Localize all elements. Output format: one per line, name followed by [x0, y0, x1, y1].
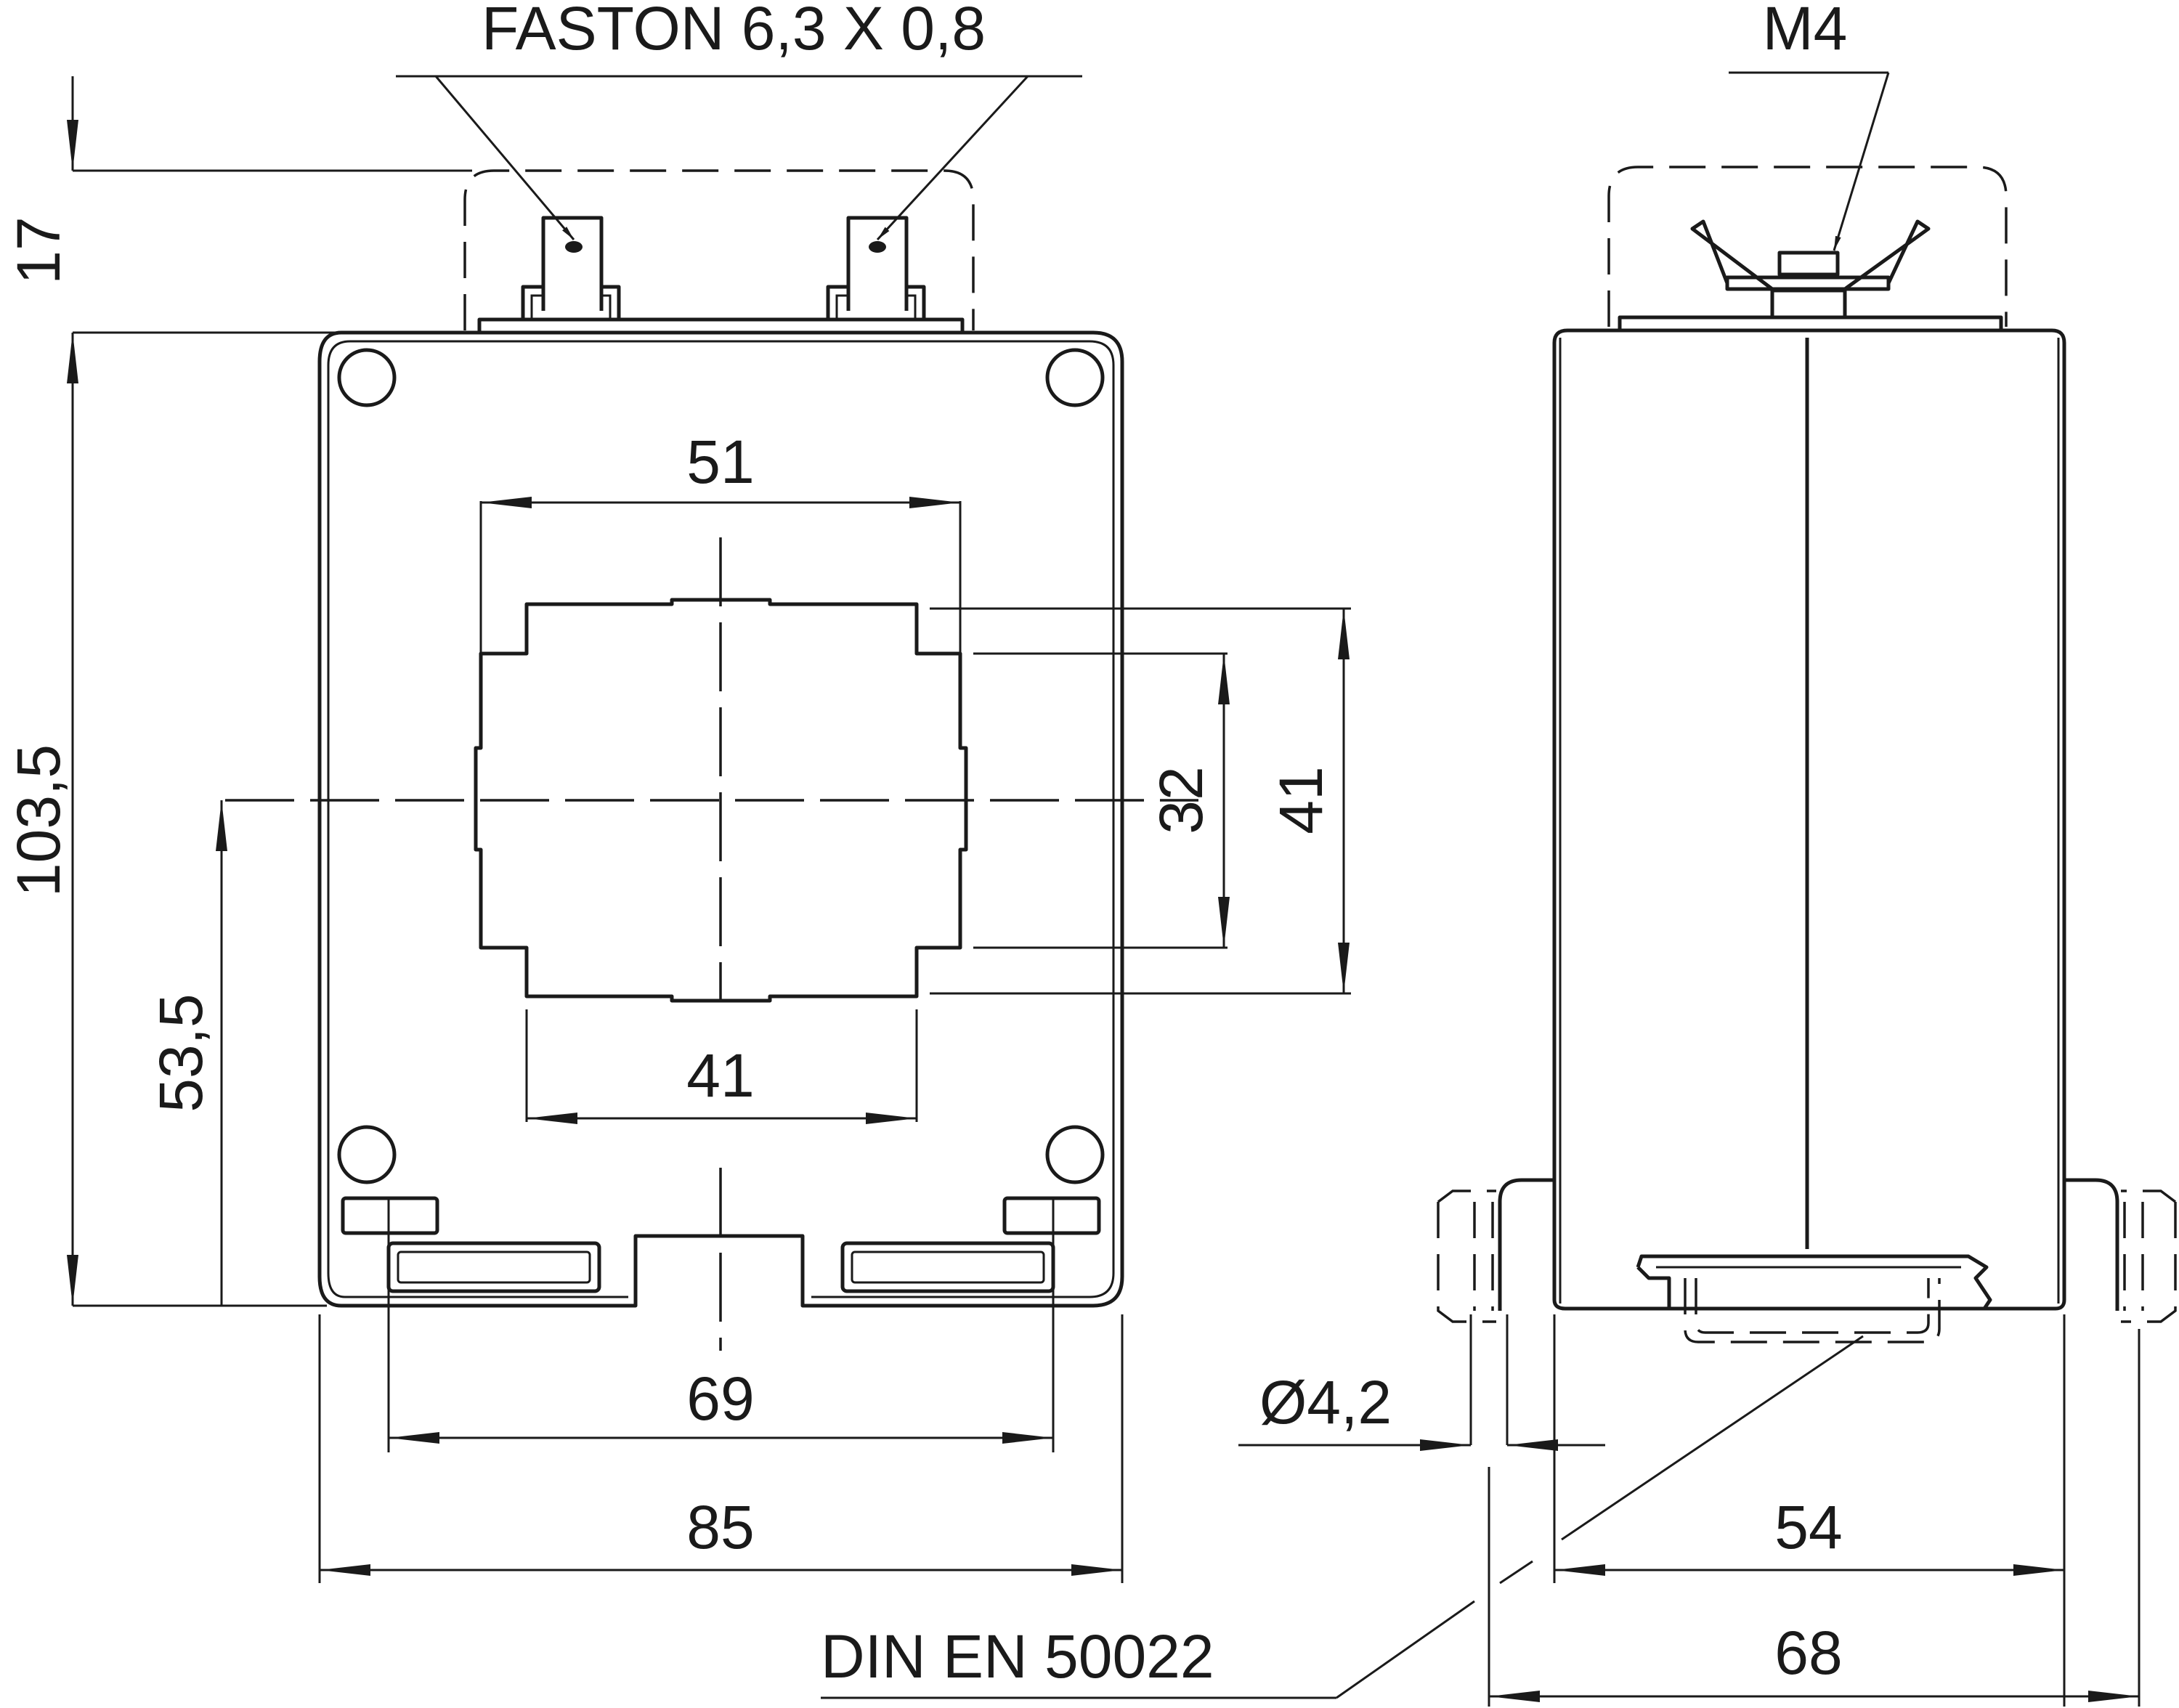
side-clip-right: [2064, 1178, 2177, 1323]
side-terminal-cover: [1607, 166, 2008, 327]
mount-hole-bottom-left: [337, 1125, 397, 1184]
label-standard: DIN EN 50022: [821, 1622, 1214, 1691]
clip-right: [1002, 1196, 1101, 1235]
side-view: [1437, 166, 2177, 1343]
terminal-base-plate: [477, 317, 965, 335]
din-slot-right: [840, 1241, 1055, 1293]
mount-hole-top-left: [337, 348, 397, 407]
side-base-plate: [1618, 315, 2003, 333]
label-screw: M4: [1763, 0, 1848, 62]
dim-side-total-depth: 68: [1774, 1619, 1842, 1687]
side-dimensions: M4 Ø4,2 54 68 DIN EN 50022: [821, 0, 2141, 1707]
front-body-inner-edge: [327, 340, 1115, 1298]
dim-window-width-lower: 41: [686, 1041, 754, 1110]
dim-window-height-inner: 32: [1147, 766, 1215, 834]
busbar-window: [474, 598, 968, 1003]
dim-mount-spacing: 69: [686, 1365, 754, 1433]
dim-window-height-outer: 41: [1267, 766, 1335, 834]
front-body-outline: [317, 330, 1124, 1308]
side-din-clip: [1636, 1254, 1992, 1310]
dim-side-depth: 54: [1774, 1493, 1842, 1561]
mount-hole-top-right: [1045, 348, 1105, 407]
dim-terminal-height: 17: [4, 216, 73, 284]
dim-center-height: 53,5: [147, 993, 215, 1113]
terminal-cover-outline: [463, 169, 975, 330]
front-view: [225, 169, 1198, 1452]
side-clip-left: [1437, 1178, 1554, 1323]
dim-body-width: 85: [686, 1493, 754, 1561]
dim-window-width: 51: [686, 428, 754, 496]
dim-total-height: 103,5: [4, 744, 73, 897]
label-hole: Ø4,2: [1259, 1368, 1392, 1436]
front-dimensions: 17 103,5 53,5 51 41 32 41 69: [4, 0, 1351, 1583]
mount-hole-bottom-right: [1045, 1125, 1105, 1184]
label-faston: FASTON 6,3 X 0,8: [482, 0, 986, 62]
screw-m4: [1690, 219, 1931, 320]
din-slot-left: [386, 1241, 601, 1293]
side-body-outline: [1552, 328, 2066, 1311]
clip-left: [341, 1196, 439, 1235]
faston-terminal-left: [521, 216, 621, 320]
faston-terminal-right: [826, 216, 926, 320]
